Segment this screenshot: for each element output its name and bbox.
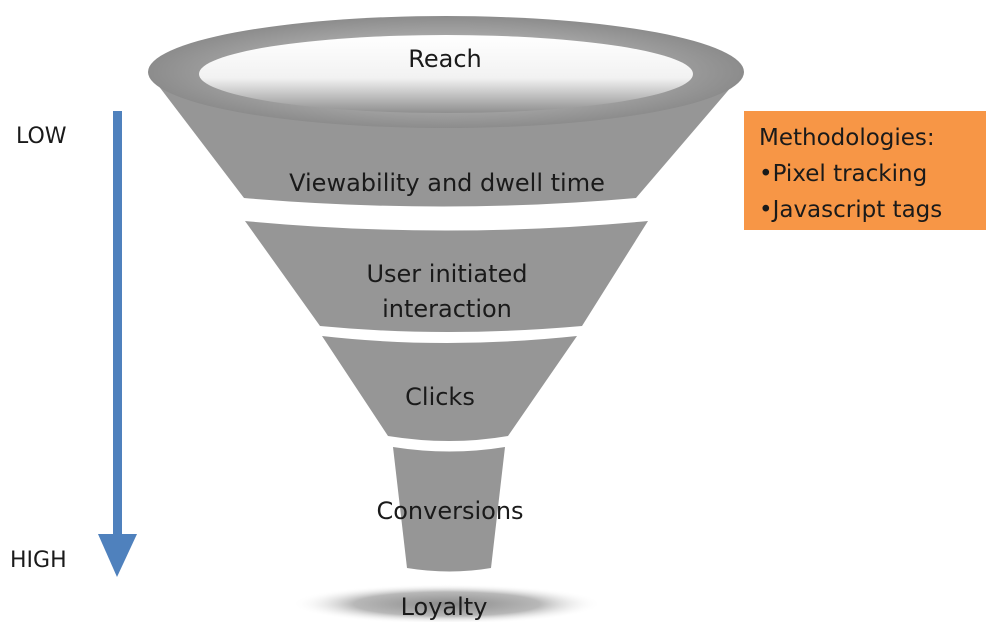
stage-label-viewability: Viewability and dwell time <box>289 169 605 197</box>
stage-label-interaction-line1: User initiated <box>366 260 527 288</box>
funnel-base-shadow-loyalty <box>292 584 602 622</box>
scale-arrow <box>98 111 137 577</box>
methodology-item-pixel-tracking: •Pixel tracking <box>759 161 928 187</box>
funnel-opening-reach <box>199 35 693 113</box>
scale-label-high: HIGH <box>10 548 67 573</box>
methodologies-title: Methodologies: <box>759 125 935 151</box>
funnel-segment-interaction <box>245 221 648 332</box>
funnel-segment-clicks <box>322 336 577 441</box>
stage-label-loyalty: Loyalty <box>401 593 488 621</box>
stage-label-clicks: Clicks <box>405 383 475 411</box>
stage-label-conversions: Conversions <box>376 497 523 525</box>
stage-label-interaction-line2: interaction <box>382 295 512 323</box>
methodologies-box: Methodologies: •Pixel tracking •Javascri… <box>744 111 986 230</box>
funnel-segment-conversions <box>393 447 505 572</box>
stage-label-reach: Reach <box>408 45 481 73</box>
scale-label-low: LOW <box>16 124 67 149</box>
methodology-item-javascript-tags: •Javascript tags <box>759 197 943 223</box>
